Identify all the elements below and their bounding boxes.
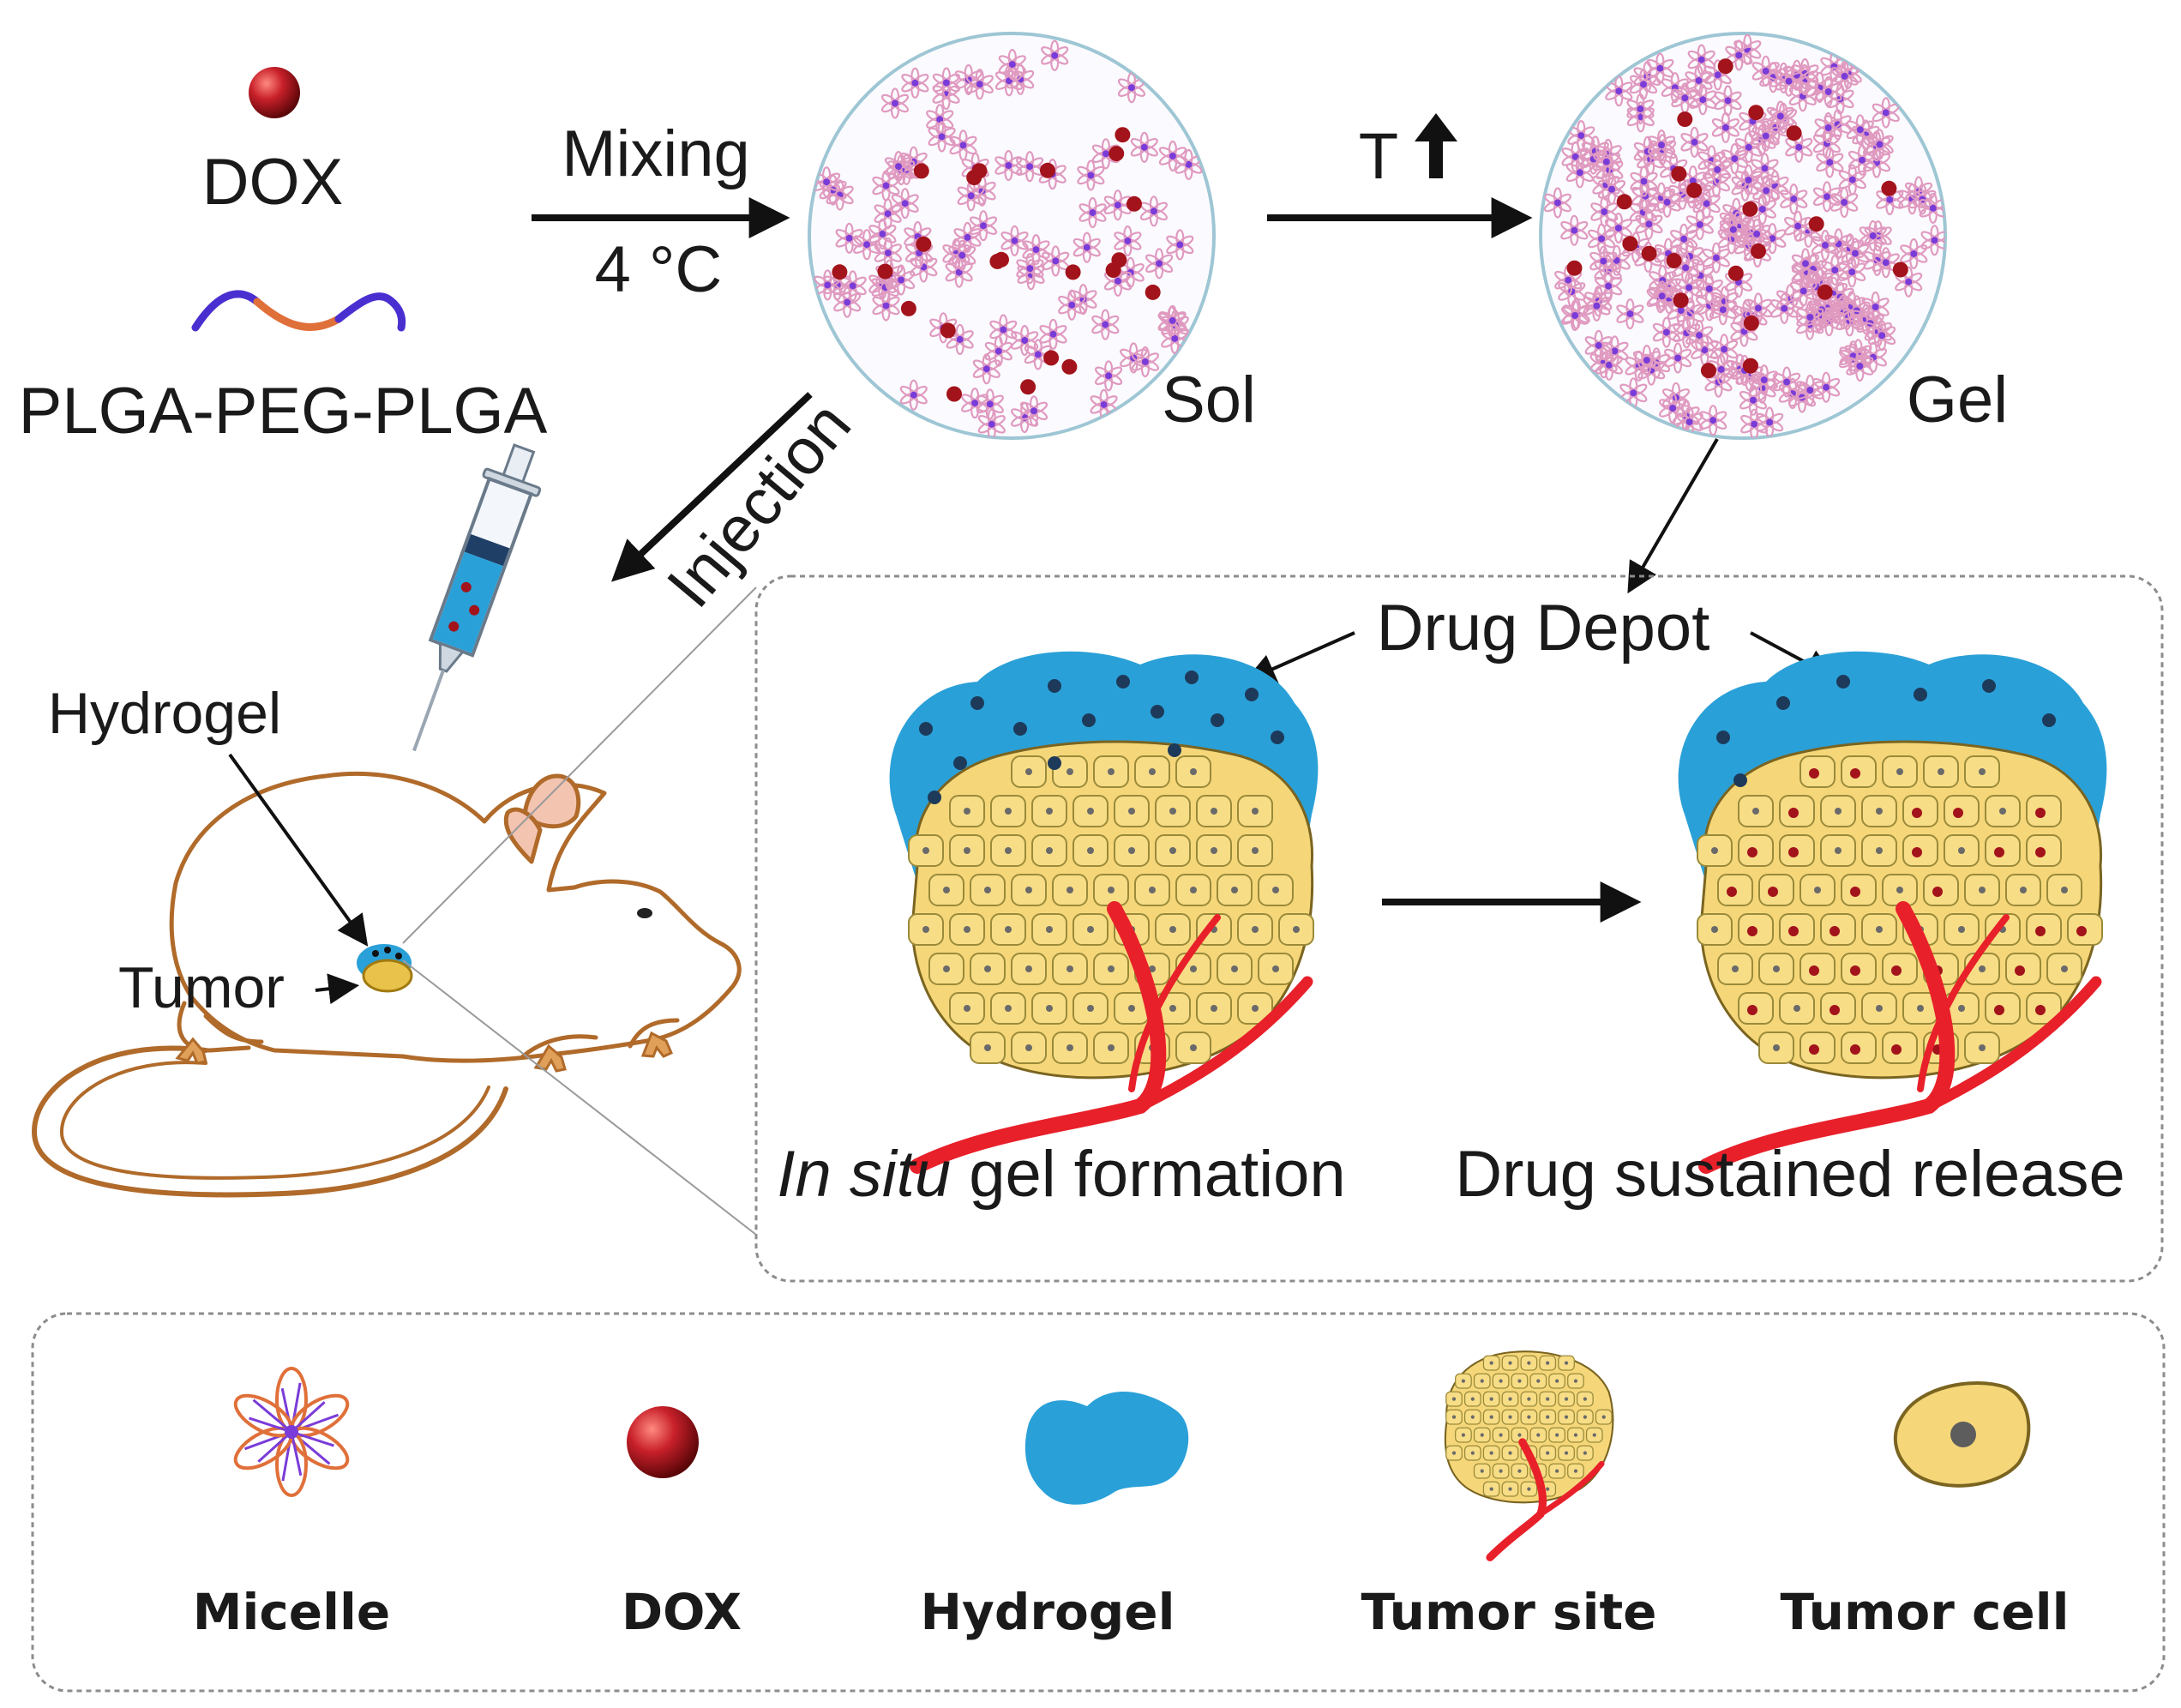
mouse-illustration (32, 772, 742, 1198)
dox-dot (832, 264, 848, 280)
dox-dot (1040, 162, 1055, 178)
zoom-lines (402, 586, 757, 1236)
dox-dot (1717, 58, 1733, 75)
detail-panel (754, 574, 2164, 1283)
hydrogel-callout-arrow (228, 753, 369, 947)
dox-dot (1808, 216, 1824, 232)
dox-dot (1641, 245, 1657, 262)
mouse-eye (637, 908, 652, 918)
dox-dot (1109, 146, 1125, 162)
syringe-icon (412, 443, 542, 752)
dox-dot (916, 236, 932, 252)
mixing-label: Mixing (562, 117, 750, 190)
dox-dot (1061, 358, 1078, 375)
dox-dot (1751, 243, 1766, 259)
dox-dot (1700, 363, 1716, 379)
dox-dot (1065, 264, 1081, 280)
mouse-tumor (357, 944, 413, 993)
in-situ-rest: gel formation (951, 1138, 1345, 1211)
sol-circle (808, 32, 1216, 440)
dox-dot (940, 322, 956, 339)
legend-label-tumor-cell: Tumor cell (1780, 1583, 2069, 1641)
dox-dot (1622, 236, 1638, 252)
polymer-label: PLGA-PEG-PLGA (19, 375, 548, 448)
dox-dot (1786, 125, 1802, 141)
dox-dot (1566, 260, 1583, 276)
legend-label-hydrogel: Hydrogel (920, 1583, 1175, 1641)
gel-circle (1539, 32, 1947, 440)
injection-label: Injection (653, 388, 865, 621)
hydrogel-legend-icon (1024, 1391, 1189, 1505)
tumor-callout-arrow (315, 973, 360, 1005)
dox-legend-icon (627, 1406, 699, 1478)
dox-dot (1881, 180, 1897, 196)
legend-label-dox: DOX (622, 1583, 742, 1641)
dox-dot (989, 253, 1006, 269)
dox-dot (1020, 379, 1036, 395)
dox-dot (1127, 195, 1142, 212)
tumor-callout-label: Tumor (118, 955, 285, 1020)
dox-dot (1742, 201, 1758, 217)
dox-dot (1115, 127, 1131, 143)
drug-depot-label: Drug Depot (1377, 592, 1710, 665)
temperature-rise-label: T (1359, 120, 1398, 193)
polymer-chain-icon (191, 290, 406, 332)
tumor-in-situ-gel (889, 651, 1319, 1174)
dox-dot (1748, 105, 1764, 121)
depot-arrow-left (1244, 631, 1355, 683)
up-arrow-icon (1415, 113, 1457, 178)
dox-label: DOX (202, 146, 344, 219)
sustained-release-caption: Drug sustained release (1455, 1138, 2125, 1211)
gel-label: Gel (1907, 364, 2008, 436)
tumor-sustained-release (1678, 651, 2107, 1174)
temperature-label: 4 °C (595, 233, 723, 306)
legend-label-micelle: Micelle (193, 1583, 390, 1641)
dox-dot (1892, 262, 1908, 278)
dox-dot (1671, 165, 1687, 182)
gel-to-depot-arrow (1627, 437, 1719, 594)
dox-dot (1043, 350, 1060, 366)
dox-dot (1111, 252, 1127, 268)
legend-panel (31, 1312, 2166, 1693)
legend-label-tumor-site: Tumor site (1361, 1583, 1656, 1641)
sol-label: Sol (1162, 364, 1256, 436)
tumor-site-legend-icon (1444, 1350, 1614, 1562)
mouse-paws (175, 1031, 673, 1073)
dox-dot (900, 300, 916, 316)
in-situ-caption: In situ gel formation (777, 1138, 1345, 1211)
dox-dot (1727, 265, 1744, 281)
dox-dot (1673, 292, 1689, 309)
dox-dot (971, 163, 988, 179)
dox-dot (1677, 111, 1693, 128)
dox-dot (1666, 253, 1682, 268)
in-situ-italic: In situ (777, 1138, 951, 1211)
dox-dot (1145, 284, 1161, 300)
tumor-cell-legend-icon (1893, 1381, 2031, 1488)
micelle-icon (233, 1367, 350, 1497)
dox-dot (946, 386, 962, 402)
dox-bead-icon (249, 67, 300, 118)
hydrogel-callout-label: Hydrogel (48, 681, 281, 746)
dox-dot (1686, 182, 1703, 198)
injection-arrow (611, 392, 813, 582)
dox-dot (1616, 194, 1632, 210)
dox-dot (1742, 358, 1758, 374)
dox-dot (877, 263, 893, 280)
dox-dot (1743, 315, 1759, 331)
dox-dot (913, 163, 929, 179)
dox-dot (1817, 284, 1833, 300)
